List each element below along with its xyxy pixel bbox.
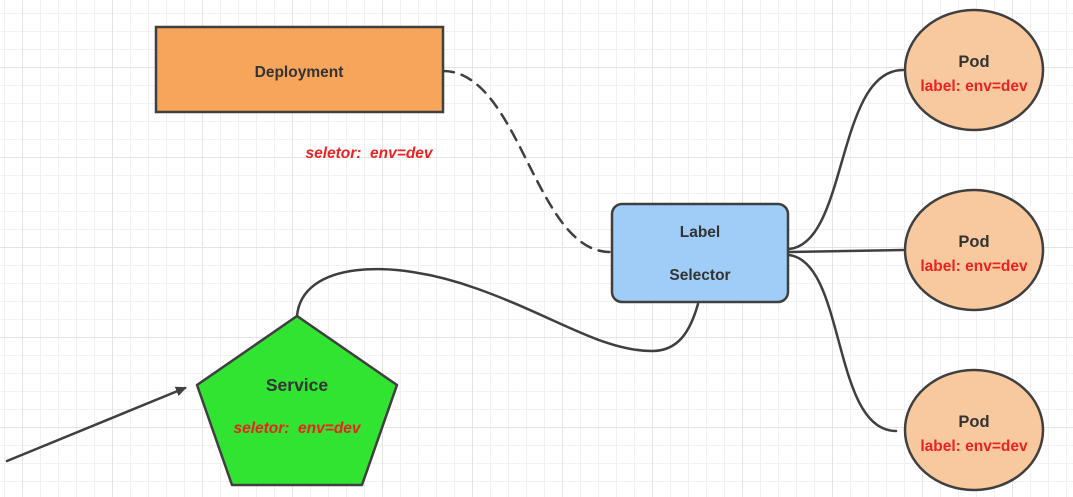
pod-2-label: label: env=dev <box>920 258 1028 275</box>
deployment-selector-annotation: seletor: env=dev <box>305 145 433 162</box>
pod-1-circle[interactable] <box>903 8 1045 132</box>
edge-selector-to-pod-1[interactable] <box>787 68 905 251</box>
pod-1-title: Pod <box>958 53 989 71</box>
node-label-selector: Label Selector <box>610 202 790 304</box>
edge-selector-to-pod-3[interactable] <box>787 253 898 433</box>
label-selector-line2: Selector <box>669 267 730 284</box>
edge-arrow-to-service[interactable] <box>5 386 187 463</box>
service-pentagon[interactable] <box>195 314 399 487</box>
node-pod-3: Pod label: env=dev <box>903 368 1045 492</box>
edge-service-to-selector[interactable] <box>295 267 700 353</box>
label-selector-line1: Label <box>680 224 720 241</box>
edge-deployment-to-selector[interactable] <box>441 69 612 254</box>
pod-3-title: Pod <box>958 413 989 431</box>
service-label: Service <box>266 375 329 395</box>
node-pod-1: Pod label: env=dev <box>903 8 1045 132</box>
deployment-label: Deployment <box>255 64 344 81</box>
pod-2-circle[interactable] <box>903 188 1045 312</box>
deployment-box[interactable] <box>154 25 445 114</box>
edge-selector-to-pod-2[interactable] <box>787 248 905 254</box>
node-service: Service seletor: env=dev <box>195 314 399 487</box>
node-deployment: Deployment seletor: env=dev <box>154 25 445 162</box>
label-selector-box[interactable] <box>610 202 790 304</box>
service-selector-annotation: seletor: env=dev <box>233 420 361 437</box>
pod-2-title: Pod <box>958 233 989 251</box>
pod-1-label: label: env=dev <box>920 78 1028 95</box>
node-pod-2: Pod label: env=dev <box>903 188 1045 312</box>
pod-3-circle[interactable] <box>903 368 1045 492</box>
edges <box>5 68 905 463</box>
pod-3-label: label: env=dev <box>920 438 1028 455</box>
